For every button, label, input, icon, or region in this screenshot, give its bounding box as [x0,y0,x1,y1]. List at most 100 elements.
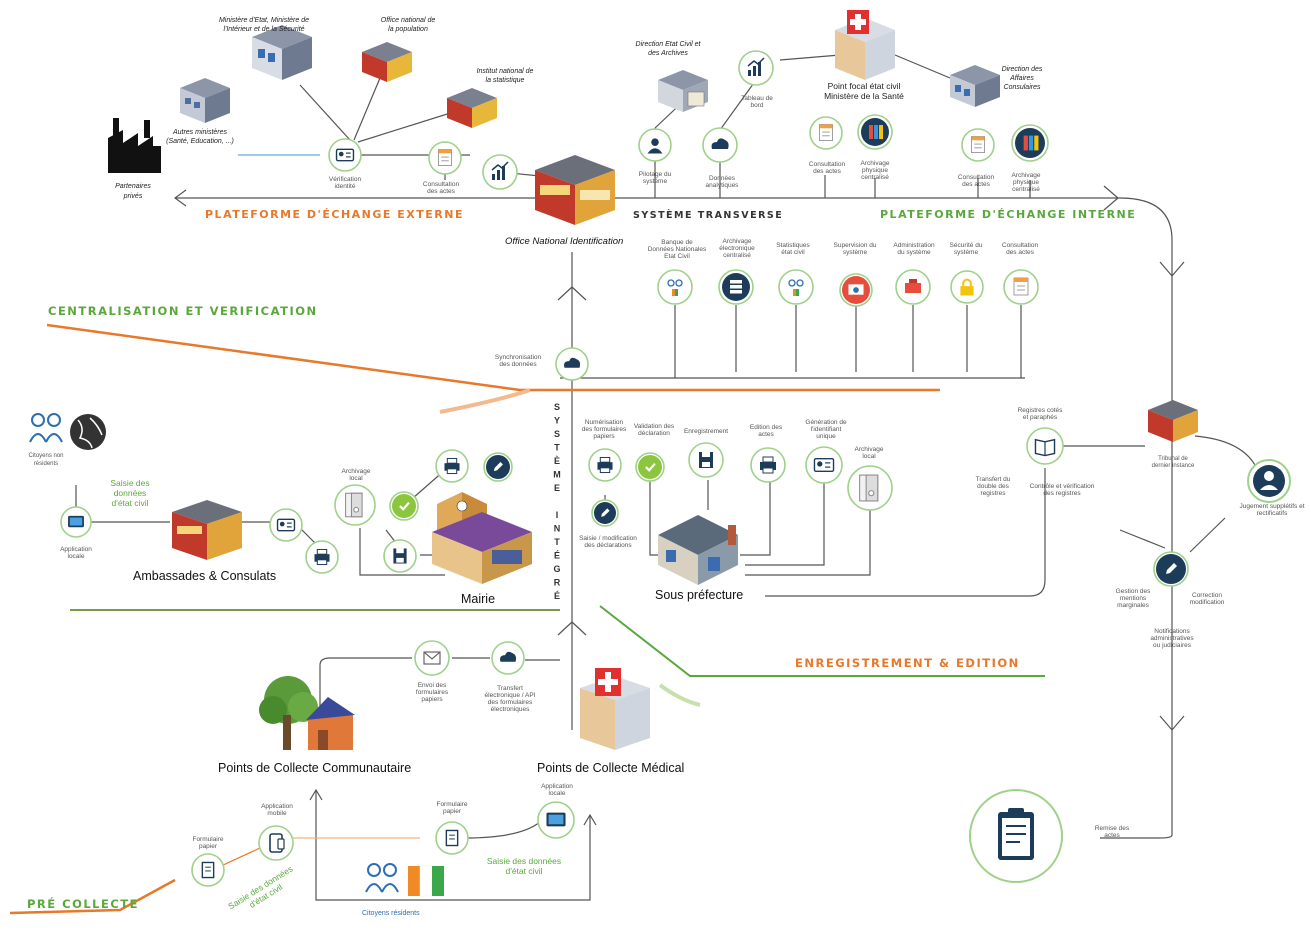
application-locale-icon [60,506,92,538]
application-mobile-icon [258,825,294,861]
hospital-icon [835,10,895,80]
enregistrement-icon [688,442,724,478]
building-icon [658,70,708,112]
edition-icon [750,447,786,483]
label-citoyens-residents: Citoyens résidents [362,910,420,917]
section-title-transverse: SYSTÈME TRANSVERSE [633,209,783,221]
section-title-external: PLATEFORME D'ÉCHANGE EXTERNE [205,208,464,221]
saisie-modification-icon [591,499,619,527]
consultation-actes-icon [961,128,995,162]
section-title-centralisation: CENTRALISATION ET VERIFICATION [48,304,318,318]
archivage-local-icon [847,465,893,511]
sous-prefecture-building-icon [658,515,738,585]
consultation-actes-icon [428,141,462,175]
integre-letter: I [556,510,559,520]
archivage-electronique-icon [718,269,754,305]
integre-letter: N [554,524,561,534]
archivage-physique-icon [1011,124,1049,162]
formulaire-papier-icon [435,821,469,855]
integre-letter: R [554,578,561,588]
application-locale-icon [537,801,575,839]
integre-letter: G [553,564,560,574]
integre-letter: T [554,443,560,453]
collecte-communautaire-icon [259,676,355,750]
printer-icon [305,540,339,574]
pencil-icon [483,452,513,482]
integre-letter: É [554,591,560,601]
building-icon [447,88,497,128]
consultation-actes-icon [1003,269,1039,305]
consultation-actes-icon [809,116,843,150]
pilotage-icon [638,128,672,162]
label-ambassades: Ambassades & Consulats [133,569,276,583]
label-collecte-communautaire: Points de Collecte Communautaire [218,761,411,775]
mairie-building-icon [432,492,532,584]
generation-identifiant-icon [805,446,843,484]
label-autres-ministeres: Autres ministères(Santé, Education, ...) [166,129,234,145]
buildings [29,10,1291,897]
id-card-icon [269,508,303,542]
section-title-internal: PLATEFORME D'ÉCHANGE INTERNE [880,208,1136,221]
process-nodes [60,50,1189,887]
validation-icon [635,452,665,482]
building-icon [180,78,230,123]
integre-letter: S [554,402,560,412]
section-title-precollecte: PRÉ COLLECTE [27,896,139,911]
label-oni: Office National Identification [505,236,623,247]
synchronisation-icon [555,347,589,381]
integre-letter: È [554,456,560,466]
integre-letter: M [553,470,561,480]
administration-icon [895,269,931,305]
verification-identite-icon [328,138,362,172]
judge-icon [1247,459,1291,503]
archivage-physique-icon [857,114,893,150]
citoyens-residents-icon [365,863,444,897]
integre-letter: T [554,537,560,547]
gestion-mentions-icon [1153,551,1189,587]
oni-building-icon [535,155,615,225]
label-collecte-medical: Points de Collecte Médical [537,761,684,775]
integre-letter: S [554,429,560,439]
factory-icon [108,118,161,173]
building-icon [362,42,412,82]
section-title-enregistrement: ENREGISTREMENT & EDITION [795,656,1020,670]
securite-icon [950,270,984,304]
floppy-icon [383,539,417,573]
